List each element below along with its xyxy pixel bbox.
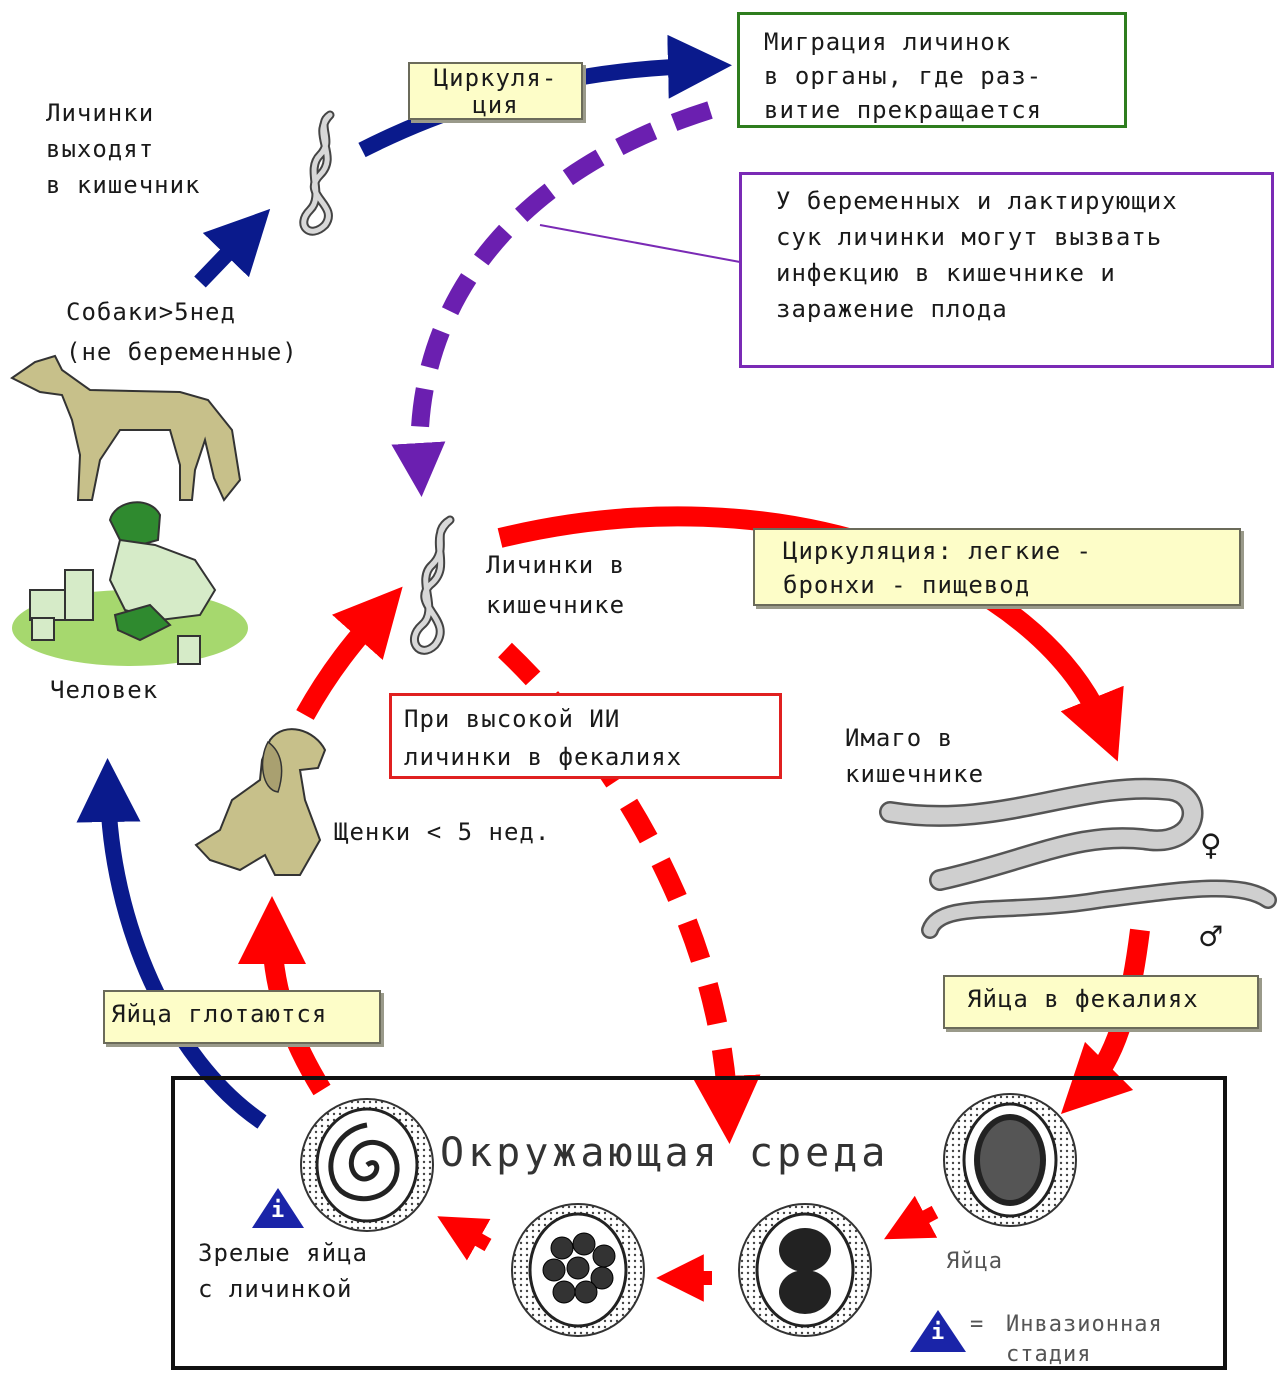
human-label: Человек <box>50 676 159 704</box>
info-triangle-icon <box>252 1188 304 1228</box>
arrow-purple-dashed <box>391 101 713 497</box>
imago-label: Имаго в кишечнике <box>845 724 985 788</box>
info-letter: i <box>271 1198 286 1223</box>
environment-title: Окружающая среда <box>440 1130 890 1176</box>
invasive-stage-label: Инвазионная стадия <box>1006 1312 1163 1367</box>
eggs-swallowed-label: Яйца глотаются <box>103 990 381 1044</box>
arrow-red-puppy-to-larva <box>296 586 403 720</box>
child-icon <box>12 501 248 666</box>
info-letter: i <box>931 1320 946 1345</box>
circulation-top-label: Циркуля- ция <box>408 62 583 120</box>
eggs-in-feces-label: Яйца в фекалиях <box>943 975 1259 1029</box>
pregnant-pointer-line <box>539 224 741 263</box>
adult-worm-male-icon <box>921 879 1277 939</box>
female-symbol: ♀ <box>1200 825 1223 866</box>
puppy-icon <box>194 728 327 876</box>
equals-sign: = <box>970 1312 985 1337</box>
male-symbol: ♂ <box>1200 917 1223 958</box>
egg-icon <box>300 1098 434 1232</box>
dogs-over5-label: Собаки>5нед (не беременные) <box>66 298 298 366</box>
egg-icon <box>943 1093 1077 1227</box>
egg-icon <box>511 1203 645 1337</box>
arrow-red-egg1-to-egg2 <box>884 1195 939 1240</box>
arrow-blue-to-larva <box>194 208 271 288</box>
puppies-label: Щенки < 5 нед. <box>334 818 551 846</box>
circulation-lungs-label: Циркуляция: легкие - бронхи - пищевод <box>753 528 1241 606</box>
mature-eggs-label: Зрелые яйца с личинкой <box>198 1239 368 1303</box>
info-triangle-icon <box>910 1310 966 1352</box>
larva-icon <box>410 515 455 655</box>
larvae-exit-label: Личинки выходят в кишечник <box>46 99 201 199</box>
migration-box: Миграция личинок в органы, где раз- вити… <box>737 12 1127 128</box>
arrow-blue-eggs-to-human <box>76 758 267 1129</box>
adult-worm-female-icon <box>879 777 1204 891</box>
eggs-label: Яйца <box>946 1249 1003 1274</box>
egg-icon <box>738 1203 872 1337</box>
dog-icon <box>10 354 242 502</box>
high-infection-box: При высокой ИИ личинки в фекалиях <box>389 693 782 779</box>
environment-frame <box>171 1076 1227 1370</box>
arrow-red-egg3-to-egg4 <box>437 1216 492 1261</box>
larvae-in-intestine-label: Личинки в кишечнике <box>486 551 626 619</box>
larva-icon <box>299 110 335 236</box>
pregnant-box: У беременных и лактирующих сук личинки м… <box>739 172 1274 368</box>
